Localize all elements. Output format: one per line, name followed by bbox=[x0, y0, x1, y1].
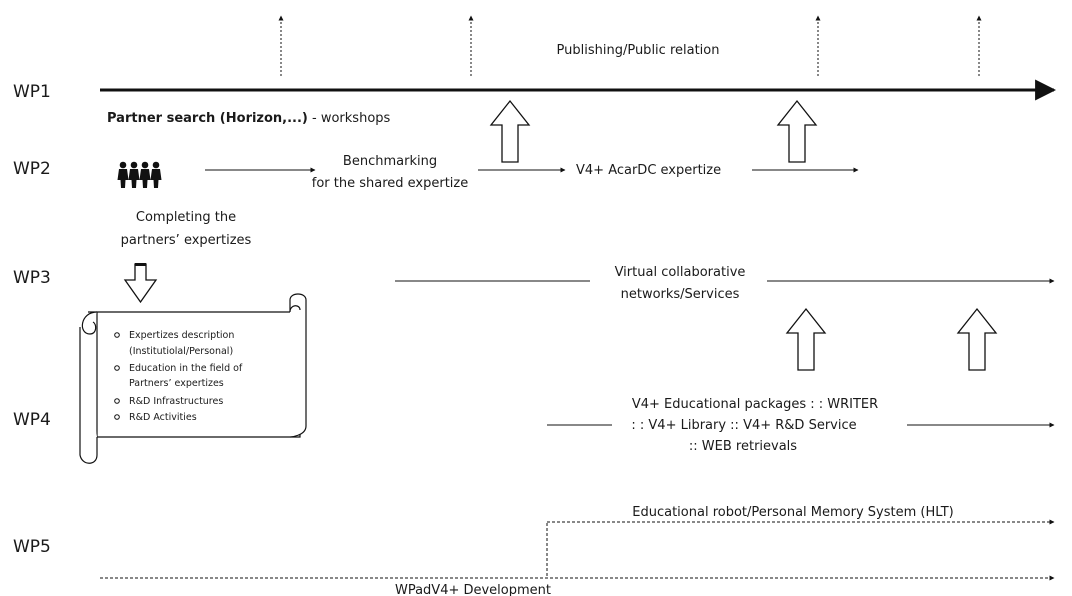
scroll-item-2: (Institutiolal/Personal) bbox=[129, 346, 233, 357]
wp2-label: WP2 bbox=[13, 159, 51, 179]
acardc-label: V4+ AcarDC expertize bbox=[576, 163, 721, 178]
scroll-bullet-4 bbox=[114, 414, 120, 420]
people-icon bbox=[117, 161, 162, 188]
scroll-item-1: Expertizes description bbox=[129, 330, 234, 341]
wp3-label-line2: networks/Services bbox=[621, 287, 740, 302]
hollow-down-arrow bbox=[123, 263, 158, 304]
wp5-label: WP5 bbox=[13, 537, 51, 557]
benchmarking-line1: Benchmarking bbox=[343, 154, 437, 169]
expertize-scroll bbox=[79, 293, 307, 464]
hollow-up-arrow-benchmark bbox=[489, 99, 531, 163]
partner-search-workshops: - workshops bbox=[308, 111, 391, 126]
completing-line2: partners’ expertizes bbox=[121, 233, 252, 248]
scroll-item-3: Education in the field of bbox=[129, 363, 243, 374]
wp4-label-line2: : : V4+ Library :: V4+ R&D Service bbox=[631, 418, 856, 433]
scroll-item-4: Partners’ expertizes bbox=[129, 378, 224, 389]
wp5-development-label: WPadV4+ Development bbox=[395, 583, 551, 596]
wp4-label: WP4 bbox=[13, 410, 51, 430]
partner-search-label: Partner search (Horizon,...) - workshops bbox=[107, 111, 391, 126]
scroll-bullet-1 bbox=[114, 332, 120, 338]
wp5-robot-label: Educational robot/Personal Memory System… bbox=[632, 505, 953, 520]
wp3-label-line1: Virtual collaborative bbox=[615, 265, 746, 280]
wp4-label-line1: V4+ Educational packages : : WRITER bbox=[632, 397, 878, 412]
scroll-item-5: R&D Infrastructures bbox=[129, 396, 223, 407]
hollow-up-arrow-acardc bbox=[776, 99, 818, 163]
scroll-bullet-3 bbox=[114, 398, 120, 404]
publishing-label: Publishing/Public relation bbox=[557, 43, 720, 58]
scroll-bullet-2 bbox=[114, 365, 120, 371]
wp3-label: WP3 bbox=[13, 268, 51, 288]
completing-line1: Completing the bbox=[136, 210, 236, 225]
hollow-up-arrow-wp4-1 bbox=[785, 307, 827, 371]
wp1-label: WP1 bbox=[13, 82, 51, 102]
partner-search-bold: Partner search (Horizon,...) bbox=[107, 111, 308, 126]
benchmarking-line2: for the shared expertize bbox=[312, 176, 468, 191]
scroll-list: Expertizes description (Institutiolal/Pe… bbox=[114, 330, 243, 423]
wp4-label-line3: :: WEB retrievals bbox=[689, 439, 797, 454]
hollow-up-arrow-wp4-2 bbox=[956, 307, 998, 371]
scroll-item-6: R&D Activities bbox=[129, 412, 197, 423]
hollow-down-arrow-cap bbox=[135, 263, 146, 266]
